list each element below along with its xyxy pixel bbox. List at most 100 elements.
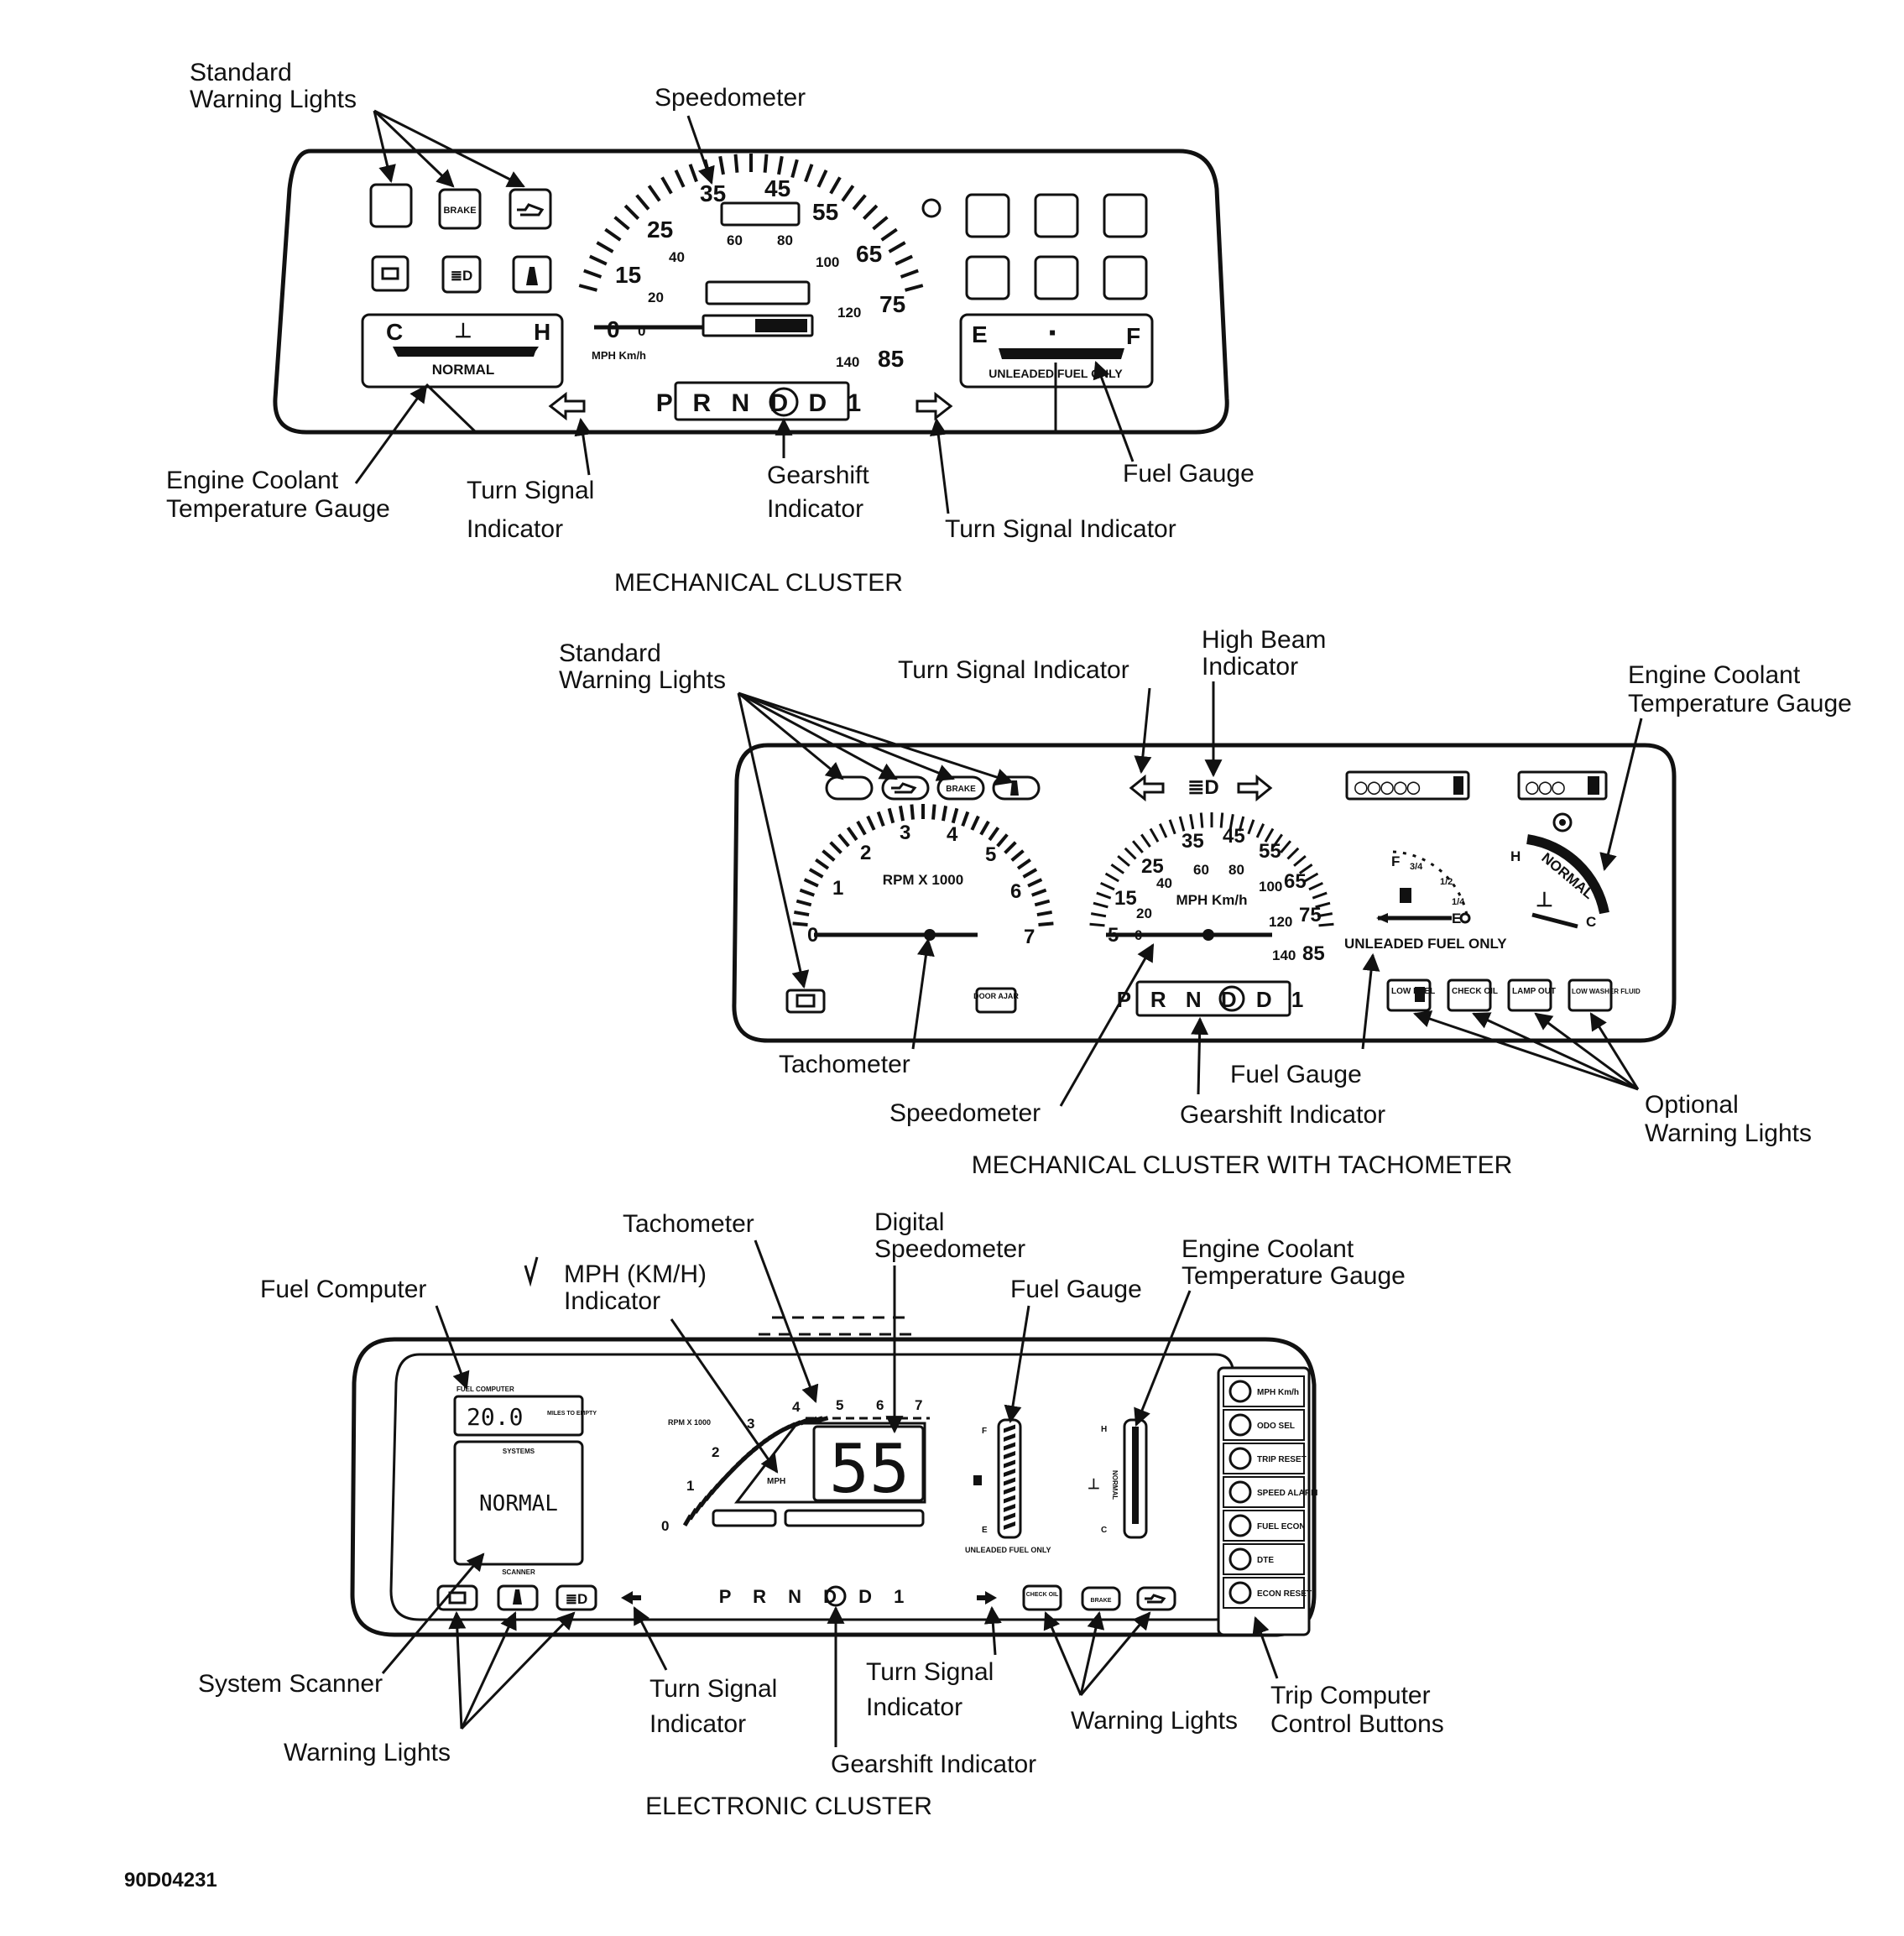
- trip-button-label: ECON RESET: [1257, 1589, 1312, 1599]
- tach-fuel-empty: E: [1452, 911, 1461, 926]
- electronic-coolant-gauge: H C ⊥ NORMAL: [1088, 1418, 1148, 1539]
- mph-kmh-indicator: MPH: [767, 1477, 785, 1486]
- speedometer-tick: [589, 254, 608, 266]
- speedometer-tick: [718, 155, 725, 175]
- fuel-bar-segment: [1004, 1521, 1015, 1531]
- speedometer-tick: [895, 254, 913, 266]
- svg-text:Gearshift: Gearshift: [767, 462, 869, 489]
- speedometer-tick: [1238, 816, 1245, 832]
- speedometer-tick: [829, 176, 842, 195]
- fuel-computer-display: FUEL COMPUTER 20.0 MILES TO EMPTY: [453, 1385, 597, 1437]
- tachometer-tick: [941, 806, 948, 822]
- dtach-mark-6: 6: [876, 1397, 884, 1413]
- tach-cluster-panel: [732, 743, 1677, 1043]
- tachometer-tick: [794, 910, 810, 917]
- brake-lamp-label: BRAKE: [443, 206, 476, 216]
- speedometer-tick: [1312, 891, 1328, 900]
- trip-button-label: SPEED ALARM: [1257, 1489, 1317, 1498]
- svg-text:Turn Signal Indicator: Turn Signal Indicator: [945, 515, 1176, 543]
- tach-mph-65: 65: [1284, 870, 1307, 893]
- fuel-empty-mark: E: [972, 321, 988, 347]
- tach-kmh-20: 20: [1136, 905, 1152, 921]
- svg-text:Engine Coolant: Engine Coolant: [166, 467, 339, 494]
- tach-kmh-60: 60: [1193, 862, 1209, 878]
- svg-text:Speedometer: Speedometer: [874, 1235, 1025, 1263]
- svg-text:Optional: Optional: [1645, 1091, 1739, 1119]
- e-callout-warning-lights-left: Warning Lights: [284, 1610, 576, 1766]
- svg-text:Turn Signal: Turn Signal: [649, 1675, 777, 1703]
- tach-kmh-80: 80: [1228, 862, 1244, 878]
- callout-standard-warning-lights: Standard Warning Lights: [190, 59, 525, 188]
- speedometer-tick: [1168, 819, 1176, 835]
- e-callout-turn-left: Turn Signal Indicator: [633, 1606, 777, 1738]
- tach-kmh-40: 40: [1156, 875, 1172, 891]
- speedometer-tick: [1140, 833, 1151, 848]
- svg-text:Trip Computer: Trip Computer: [1270, 1682, 1431, 1709]
- mph-mark-35: 35: [700, 180, 726, 206]
- speedometer-tick: [777, 155, 784, 175]
- optional-warning-lamps: LOW FUEL CHECK OIL LAMP OUT LOW WASHER F…: [1386, 978, 1641, 1012]
- tach-left-turn-arrow-icon: [1129, 774, 1165, 802]
- tachometer-tick: [796, 899, 812, 907]
- callout-turn-signal-right: Turn Signal Indicator: [929, 417, 1176, 543]
- speedometer-tick: [852, 194, 867, 211]
- trip-button[interactable]: DTE: [1223, 1543, 1305, 1575]
- tachometer-tick: [1010, 849, 1025, 862]
- trip-button-label: TRIP RESET: [1257, 1455, 1307, 1464]
- mph-mark-45: 45: [764, 175, 790, 201]
- low-washer-fluid-lamp: LOW WASHER FLUID: [1572, 988, 1641, 995]
- electronic-bottom-lamps: ≣D P R N D D 1 CHECK OIL BRAKE: [436, 1584, 1176, 1611]
- mechanical-cluster-tach: BRAKE ≣D ○○○○○ ○○○ 0 1 2 3 4 5 6 7 RPM X…: [559, 626, 1852, 1179]
- svg-text:Indicator: Indicator: [866, 1693, 962, 1721]
- battery-icon: [381, 267, 399, 280]
- mph-mark-85: 85: [878, 346, 904, 372]
- e-callout-trip-buttons: Trip Computer Control Buttons: [1252, 1616, 1444, 1738]
- svg-text:Temperature Gauge: Temperature Gauge: [1628, 690, 1852, 718]
- kmh-mark-100: 100: [816, 254, 839, 270]
- speedometer-tick: [583, 269, 602, 279]
- trip-odometer: [720, 201, 801, 227]
- trip-button[interactable]: SPEED ALARM: [1223, 1476, 1317, 1508]
- temperature-icon: ⊥: [455, 320, 472, 342]
- speedometer-tick: [1178, 816, 1186, 832]
- speedometer-tick: [1286, 847, 1300, 860]
- svg-text:Engine Coolant: Engine Coolant: [1628, 661, 1801, 689]
- speedometer-tick: [1228, 813, 1234, 830]
- coolant-gauge: C H ⊥ NORMAL: [361, 313, 564, 389]
- svg-text:Warning Lights: Warning Lights: [1645, 1119, 1812, 1147]
- tach-standard-lamps: BRAKE: [825, 775, 1041, 801]
- e-callout-tachometer: Tachometer: [623, 1210, 819, 1403]
- fuel-computer-reading: 20.0: [467, 1403, 523, 1431]
- speedometer-dial: 0 0 15 20 25 40 35 60 45 80 55 100 65 12…: [578, 154, 924, 372]
- trip-button-label: DTE: [1257, 1556, 1274, 1565]
- tach-mark-5: 5: [985, 843, 996, 866]
- trip-button[interactable]: ECON RESET: [1223, 1577, 1312, 1609]
- tach-fuel-note: UNLEADED FUEL ONLY: [1344, 936, 1507, 952]
- tachometer-tick: [1016, 858, 1031, 870]
- trip-button[interactable]: FUEL ECON: [1223, 1510, 1306, 1542]
- trip-button[interactable]: MPH Km/h: [1223, 1375, 1305, 1407]
- tachometer-tick: [898, 806, 905, 822]
- tach-mark-2: 2: [860, 842, 871, 864]
- svg-text:SYSTEMS: SYSTEMS: [503, 1448, 535, 1455]
- svg-text:High Beam: High Beam: [1202, 626, 1326, 654]
- e-callout-fuel-gauge: Fuel Gauge: [1004, 1276, 1142, 1424]
- fuel-bar-segment: [1004, 1442, 1015, 1451]
- svg-text:MPH (KM/H): MPH (KM/H): [564, 1260, 707, 1288]
- oil-can-icon: [517, 203, 545, 217]
- speedometer-tick: [1298, 864, 1313, 874]
- electronic-cluster-caption: ELECTRONIC CLUSTER: [645, 1792, 932, 1820]
- digital-tach-units: RPM X 1000: [668, 1418, 711, 1427]
- speedometer-tick: [880, 227, 898, 242]
- e-callout-gearshift: Gearshift Indicator: [827, 1605, 1036, 1778]
- tach-callout-gearshift: Gearshift Indicator: [1180, 1016, 1385, 1129]
- svg-text:Tachometer: Tachometer: [779, 1051, 910, 1078]
- figure-id: 90D04231: [124, 1869, 217, 1892]
- speedometer-tick: [804, 164, 814, 183]
- tachometer-tick: [1030, 888, 1047, 897]
- trip-button[interactable]: ODO SEL: [1223, 1409, 1305, 1441]
- trip-button[interactable]: TRIP RESET: [1223, 1443, 1307, 1474]
- dtach-mark-4: 4: [792, 1399, 801, 1415]
